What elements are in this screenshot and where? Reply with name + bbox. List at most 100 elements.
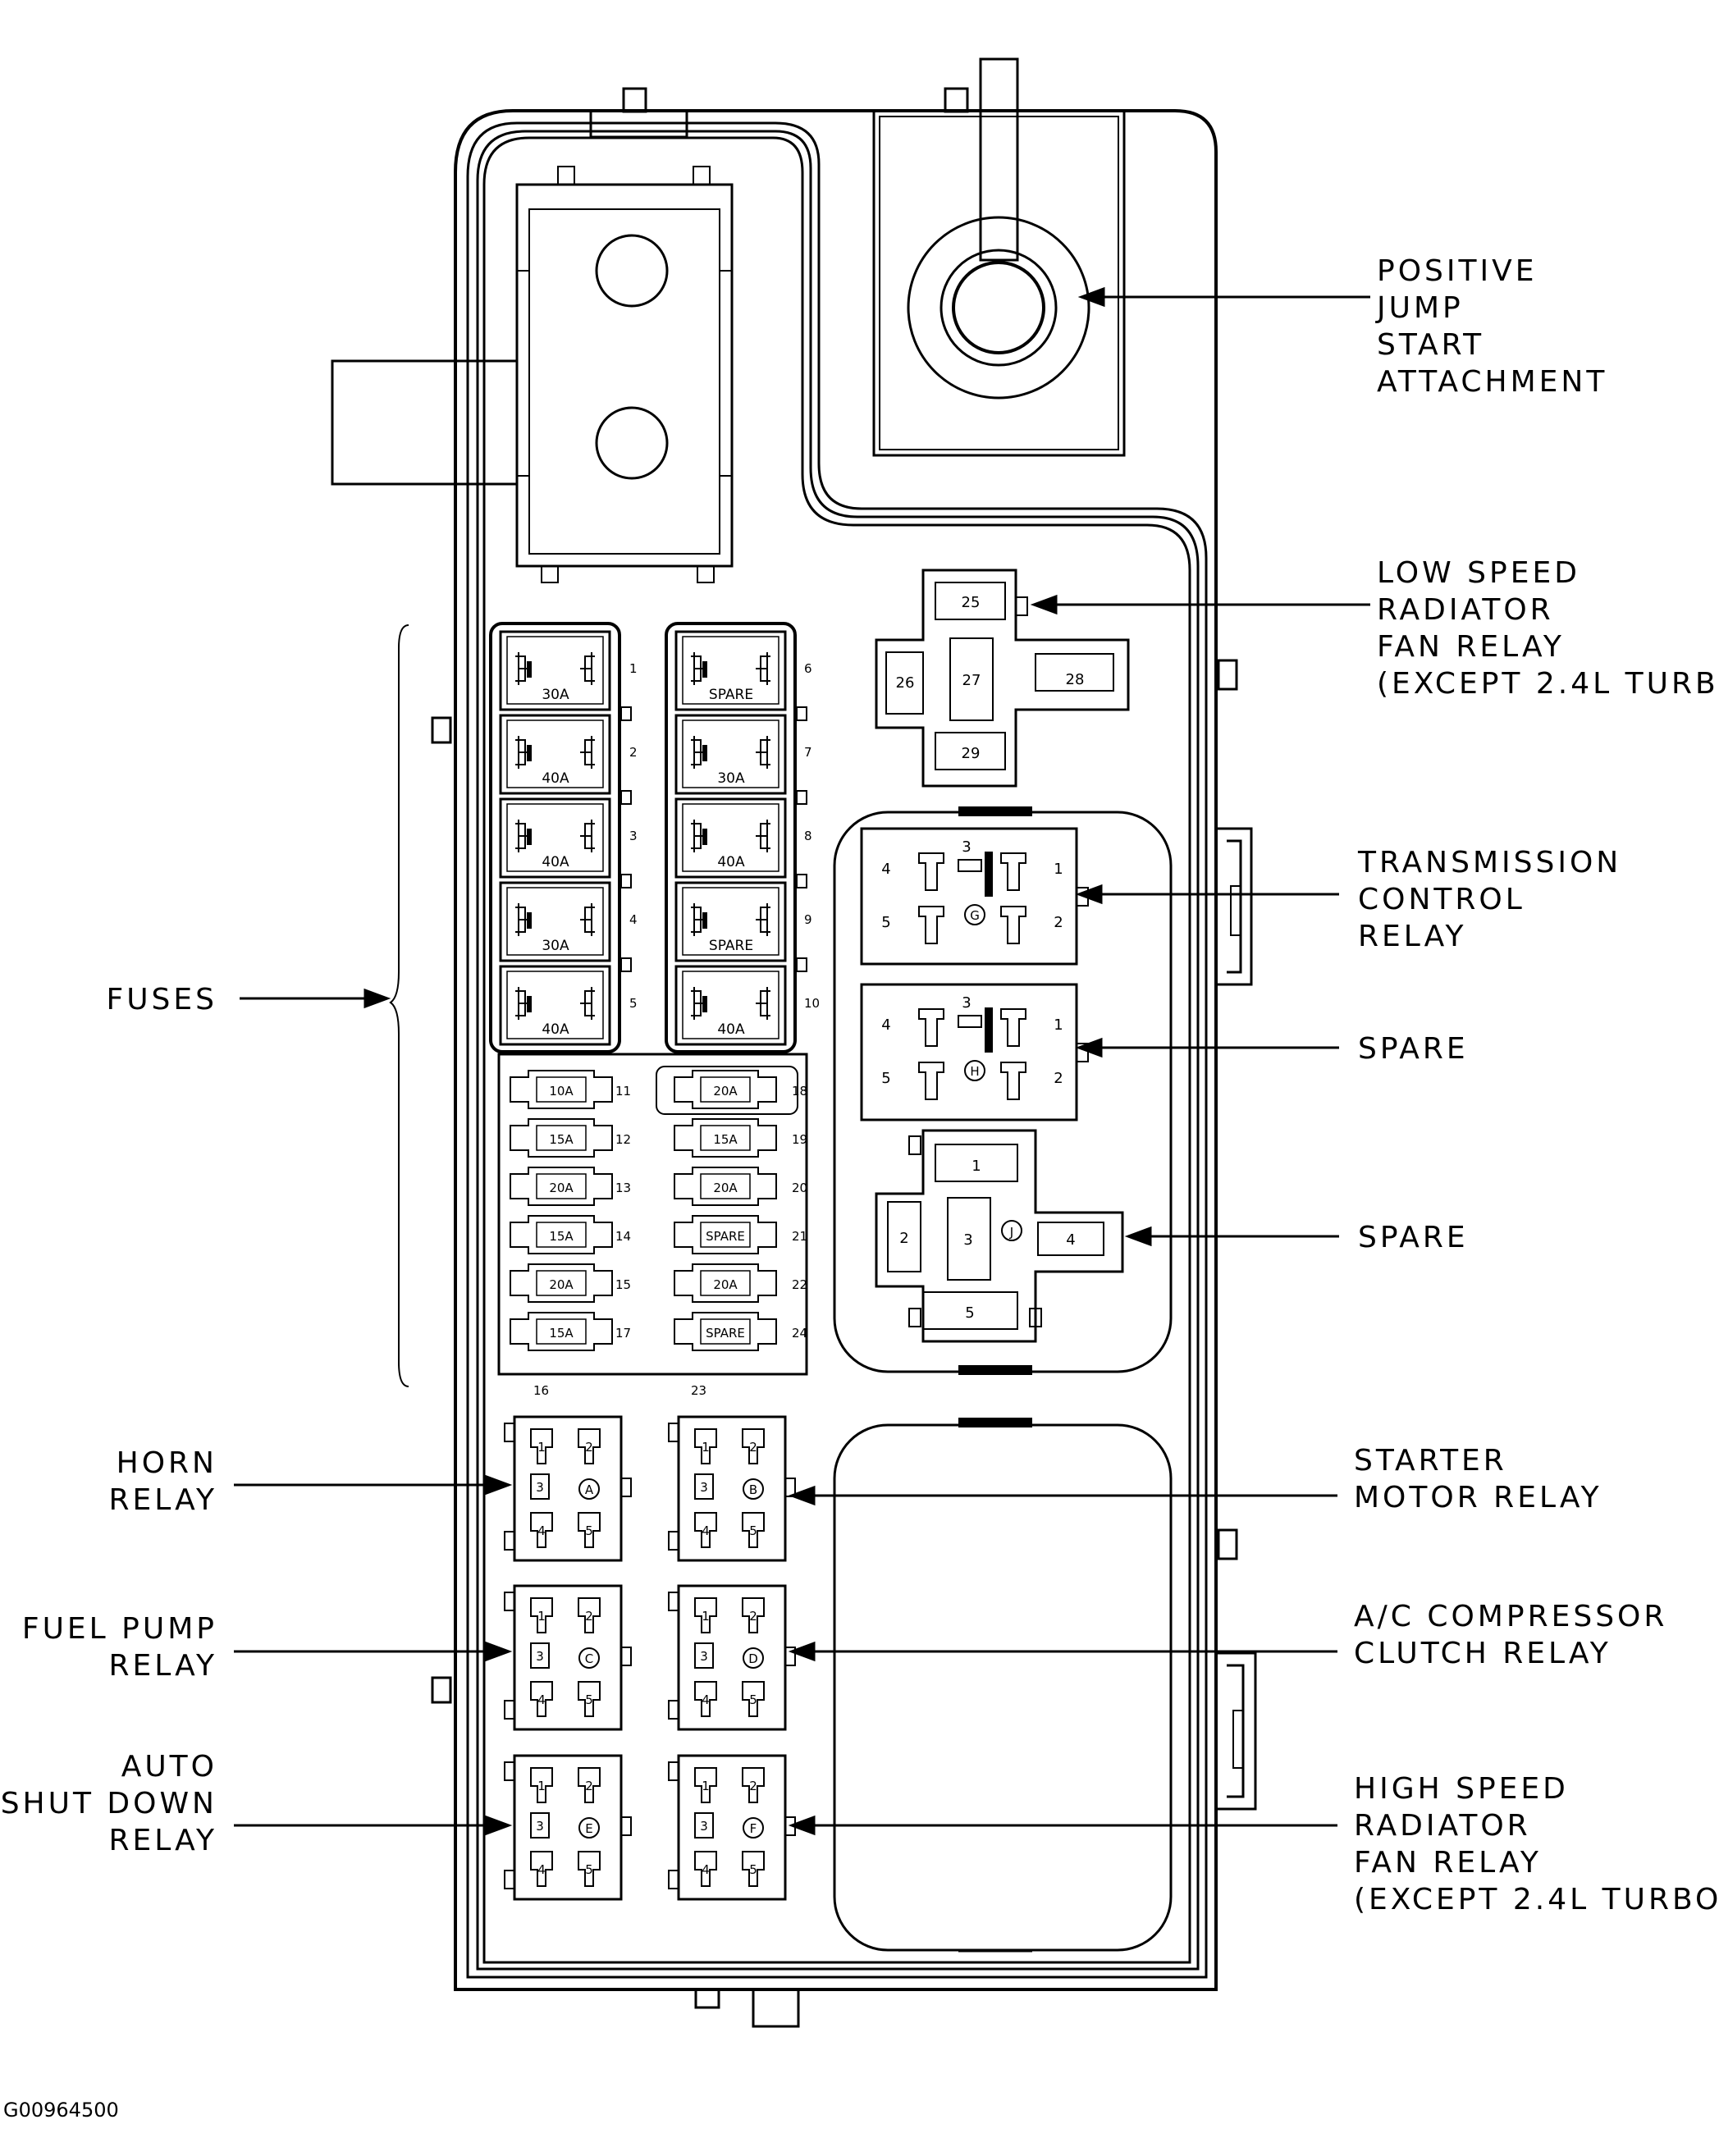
maxi-fuse-rating: SPARE — [709, 687, 753, 703]
maxi-fuse-number: 1 — [629, 661, 638, 676]
figure-id: G00964500 — [3, 2099, 119, 2122]
maxi-fuse-rating: SPARE — [709, 938, 753, 954]
low-speed-label-1: LOW SPEED — [1377, 556, 1580, 590]
small-relay-pin: 3 — [536, 1649, 544, 1664]
mini-fuse-rating: SPARE — [706, 1326, 745, 1341]
callout-arrows — [234, 286, 1370, 1836]
jump-start-post — [872, 57, 1126, 457]
maxi-fuse: 40A — [499, 797, 611, 879]
small-relay-pin: 2 — [585, 1609, 593, 1624]
relay-pin-2: 2 — [1054, 1070, 1063, 1087]
low-speed-label-3: FAN RELAY — [1377, 630, 1565, 664]
small-relay-letter: C — [585, 1651, 593, 1666]
relay-pin-26: 26 — [896, 674, 915, 692]
relay-cross-j: 1 2 3 4 5 J — [875, 1129, 1124, 1343]
maxi-fuse-number: 4 — [629, 912, 638, 927]
small-relay-pin: 2 — [749, 1609, 757, 1624]
maxi-fuse-number: 7 — [804, 745, 812, 760]
mini-fuse: 15A — [510, 1215, 613, 1254]
maxi-fuse: 40A — [674, 965, 787, 1046]
small-relay-pin: 2 — [749, 1440, 757, 1455]
mini-fuse-number: 20 — [792, 1181, 807, 1195]
maxi-fuse: SPARE — [674, 630, 787, 711]
positive-jump-label-3: START — [1377, 328, 1484, 362]
relay-pin-25: 25 — [962, 594, 981, 611]
maxi-fuse-number: 10 — [804, 996, 820, 1011]
small-relay-pin: 1 — [702, 1779, 710, 1793]
mini-fuse: 15A — [510, 1312, 613, 1351]
small-relay-pin: 3 — [700, 1480, 708, 1495]
relay-j-pin-3: 3 — [963, 1231, 972, 1249]
relay-pin-3: 3 — [962, 994, 971, 1012]
maxi-fuse-rating: 40A — [542, 1021, 569, 1038]
fuses-brace — [389, 624, 409, 1387]
relay-tray — [833, 806, 1173, 1375]
mini-fuse-rating: 15A — [549, 1229, 574, 1244]
small-relay-pin: 4 — [537, 1862, 546, 1877]
fuses-label: FUSES — [106, 983, 217, 1016]
mini-fuse: 20A — [674, 1070, 777, 1109]
small-relay-pin: 1 — [537, 1440, 546, 1455]
mini-fuse: 15A — [674, 1118, 777, 1158]
ac-label-2: CLUTCH RELAY — [1354, 1637, 1612, 1670]
maxi-fuse-number: 2 — [629, 745, 638, 760]
maxi-fuse: 40A — [499, 714, 611, 795]
relay-j-letter: J — [1009, 1225, 1013, 1240]
mini-fuse-number: 17 — [615, 1326, 631, 1341]
mini-fuse-number: 13 — [615, 1181, 631, 1195]
relay-pin-5: 5 — [881, 914, 890, 931]
transmission-label-3: RELAY — [1358, 920, 1466, 953]
high-speed-label-3: FAN RELAY — [1354, 1846, 1542, 1880]
maxi-fuse-rating: 40A — [717, 1021, 745, 1038]
small-relay-pin: 5 — [749, 1523, 757, 1538]
maxi-fuse-number: 3 — [629, 829, 638, 843]
mini-fuse-number: 11 — [615, 1084, 631, 1099]
small-relay-pin: 5 — [749, 1692, 757, 1707]
maxi-fuse: 30A — [674, 714, 787, 795]
mini-fuse-rating: 15A — [549, 1326, 574, 1341]
relay-pin-27: 27 — [962, 672, 981, 689]
small-relay-pin: 3 — [700, 1649, 708, 1664]
mini-fuse-number: 12 — [615, 1132, 631, 1147]
small-relay-pin: 4 — [537, 1523, 546, 1538]
relay-pin-1: 1 — [1054, 1016, 1063, 1034]
small-relay-pin: 5 — [585, 1692, 593, 1707]
low-speed-label-4: (EXCEPT 2.4L TURBO — [1377, 667, 1719, 701]
callout-labels: POSITIVE JUMP START ATTACHMENT LOW SPEED… — [1, 254, 1719, 1916]
relay-pin-5: 5 — [881, 1070, 890, 1087]
horn-label-1: HORN — [117, 1446, 217, 1480]
small-relay-pin: 2 — [749, 1779, 757, 1793]
transmission-label-2: CONTROL — [1358, 883, 1525, 916]
maxi-fuse-rating: 30A — [542, 938, 569, 954]
small-relay-pin: 1 — [537, 1779, 546, 1793]
mini-fuse: 20A — [510, 1167, 613, 1206]
small-relay-pin: 2 — [585, 1440, 593, 1455]
small-relay-pin: 3 — [536, 1819, 544, 1834]
maxi-fuse-rating: 40A — [542, 770, 569, 787]
small-relay-pin: 4 — [702, 1523, 710, 1538]
mini-fuse: SPARE — [674, 1215, 777, 1254]
mini-fuse: 20A — [674, 1167, 777, 1206]
maxi-fuse: 30A — [499, 881, 611, 962]
maxi-fuse-rating: 40A — [717, 854, 745, 870]
starter-label-1: STARTER — [1354, 1444, 1507, 1478]
relay-letter: G — [970, 908, 980, 923]
relay-pin-29: 29 — [962, 745, 981, 762]
tray-latch-top — [958, 806, 1032, 816]
maxi-fuse-rating: 30A — [717, 770, 745, 787]
relay-j-pin-5: 5 — [965, 1304, 974, 1322]
maxi-fuse: 40A — [674, 797, 787, 879]
small-relay-pin: 1 — [702, 1440, 710, 1455]
auto-shut-label-3: RELAY — [109, 1824, 217, 1857]
positive-jump-label-4: ATTACHMENT — [1377, 365, 1607, 399]
maxi-fuse-number: 6 — [804, 661, 812, 676]
mini-fuse-rating: 20A — [549, 1277, 574, 1292]
mini-fuse: 20A — [510, 1263, 613, 1303]
